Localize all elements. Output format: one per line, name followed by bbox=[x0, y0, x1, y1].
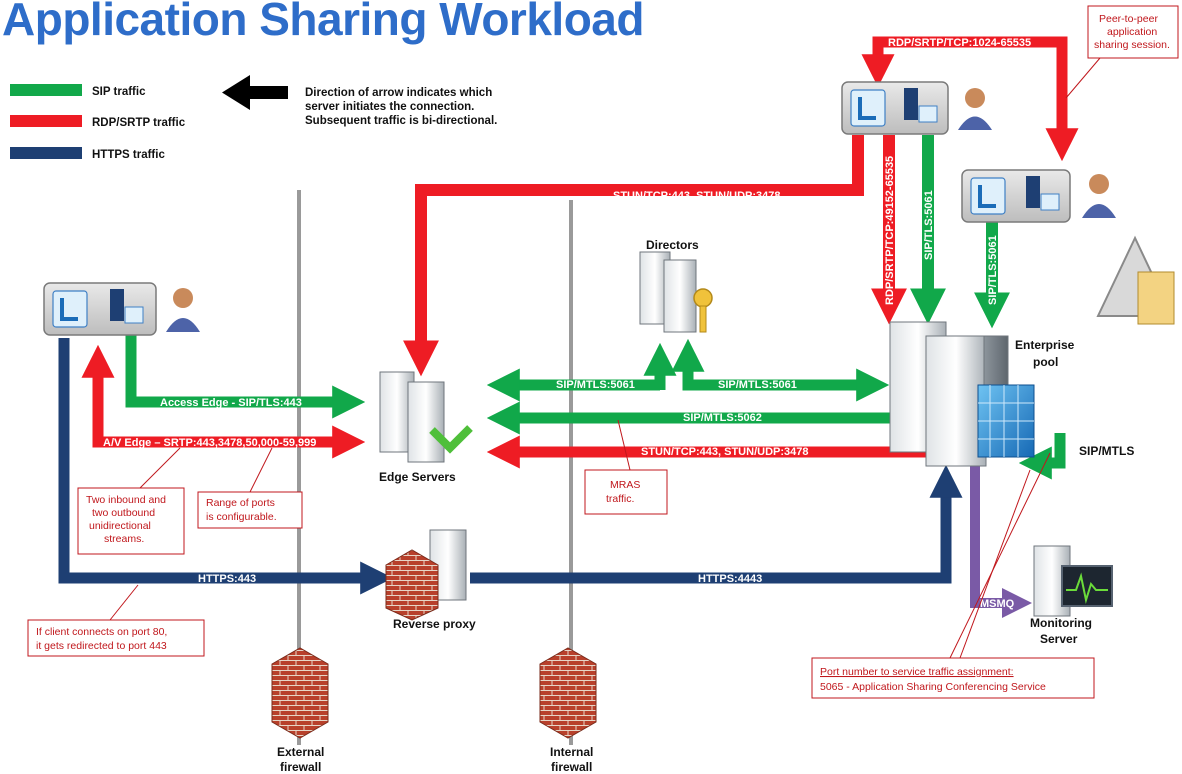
stun-bottom-label: STUN/TCP:443, STUN/UDP:3478 bbox=[641, 446, 809, 458]
callout-peer-to-peer: Peer-to-peer application sharing session… bbox=[1065, 5, 1179, 99]
rdp-pool-label: RDP/SRTP/TCP:49152-65535 bbox=[884, 156, 896, 305]
callout-ports-line-1: Range of ports bbox=[206, 497, 275, 509]
callout-streams-line-2: two outbound bbox=[92, 507, 155, 519]
av-edge-label: A/V Edge – SRTP:443,3478,50,000-59,999 bbox=[103, 437, 316, 449]
internal-firewall-label-1: Internal bbox=[550, 745, 593, 759]
callout-port-range: Range of ports is configurable. bbox=[197, 447, 303, 529]
callout-streams-line-1: Two inbound and bbox=[86, 494, 166, 506]
sip-mtls-5062-label: SIP/MTLS:5062 bbox=[683, 412, 762, 424]
legend-label-sip: SIP traffic bbox=[92, 86, 146, 98]
legend-arrow-note-3: Subsequent traffic is bi-directional. bbox=[305, 115, 497, 127]
client-right bbox=[961, 169, 1116, 223]
client-left bbox=[43, 282, 200, 336]
legend-swatch-sip bbox=[10, 84, 82, 96]
internal-firewall-label-2: firewall bbox=[551, 760, 592, 774]
callout-port80-line-1: If client connects on port 80, bbox=[36, 626, 167, 638]
sharing-monitor-icon bbox=[904, 88, 918, 120]
monitoring-label-2: Server bbox=[1040, 632, 1078, 646]
sip-mtls-dir-left-label: SIP/MTLS:5061 bbox=[556, 379, 635, 391]
callout-mras: MRAS traffic. bbox=[584, 419, 668, 515]
callout-mras-line-1: MRAS bbox=[610, 479, 640, 491]
enterprise-pool-label-1: Enterprise bbox=[1015, 338, 1075, 352]
callout-ports-line-2: is configurable. bbox=[206, 511, 277, 523]
sip-tls-label-2: SIP/TLS:5061 bbox=[987, 235, 999, 305]
reverse-proxy-label: Reverse proxy bbox=[393, 617, 476, 631]
sip-tls-label-1: SIP/TLS:5061 bbox=[923, 190, 935, 260]
legend-arrow-note-1: Direction of arrow indicates which bbox=[305, 87, 492, 99]
msmq-arrow bbox=[970, 458, 1033, 618]
https-4443-label: HTTPS:4443 bbox=[698, 573, 762, 585]
internal-firewall-icon bbox=[539, 647, 597, 739]
user-avatar-icon bbox=[958, 88, 992, 130]
enterprise-pool-label-2: pool bbox=[1033, 355, 1058, 369]
lync-app-icon bbox=[850, 89, 886, 127]
callout-p2p-line-1: Peer-to-peer bbox=[1099, 13, 1158, 25]
callout-streams: Two inbound and two outbound unidirectio… bbox=[77, 447, 185, 555]
lync-app-icon bbox=[970, 177, 1006, 215]
legend-swatch-https bbox=[10, 147, 82, 159]
legend-label-rdp: RDP/SRTP traffic bbox=[92, 117, 186, 129]
external-firewall-icon bbox=[271, 647, 329, 739]
directors-servers-icon bbox=[639, 251, 713, 333]
legend-label-https: HTTPS traffic bbox=[92, 149, 165, 161]
page-title: Application Sharing Workload bbox=[2, 0, 644, 45]
callout-port80-line-2: it gets redirected to port 443 bbox=[36, 640, 167, 652]
sip-mtls-loop-label: SIP/MTLS bbox=[1079, 444, 1134, 458]
enterprise-pool-servers-icon bbox=[889, 321, 1035, 467]
user-avatar-icon bbox=[166, 288, 200, 332]
external-firewall-label-2: firewall bbox=[280, 760, 321, 774]
monitoring-server-icon bbox=[1033, 545, 1113, 617]
external-firewall-label-1: External bbox=[277, 745, 324, 759]
reverse-proxy-icon bbox=[385, 529, 467, 621]
callout-mras-line-2: traffic. bbox=[606, 493, 634, 505]
directors-label: Directors bbox=[646, 238, 699, 252]
legend-swatch-rdp bbox=[10, 115, 82, 127]
https-443-arrow bbox=[58, 338, 394, 595]
callout-p2p-line-2: application bbox=[1107, 26, 1157, 38]
callout-service-line-2: 5065 - Application Sharing Conferencing … bbox=[820, 681, 1046, 693]
https-4443-arrow bbox=[470, 464, 963, 584]
direction-arrow-icon bbox=[222, 75, 288, 110]
msmq-label: MSMQ bbox=[980, 598, 1015, 610]
sharing-monitor-icon bbox=[1026, 176, 1040, 208]
user-avatar-icon bbox=[1082, 174, 1116, 218]
access-edge-label: Access Edge - SIP/TLS:443 bbox=[160, 397, 302, 409]
stun-top-label: STUN/TCP:443, STUN/UDP:3478 bbox=[613, 190, 781, 202]
https-443-label: HTTPS:443 bbox=[198, 573, 256, 585]
callout-streams-line-4: streams. bbox=[104, 533, 144, 545]
access-edge-arrow bbox=[125, 335, 366, 419]
edge-servers-label: Edge Servers bbox=[379, 470, 456, 484]
callout-port80: If client connects on port 80, it gets r… bbox=[27, 584, 205, 657]
callout-streams-line-3: unidirectional bbox=[89, 520, 151, 532]
locked-folder-icon bbox=[1096, 235, 1175, 325]
firewall-brick-icon bbox=[385, 549, 439, 621]
callout-service-port: Port number to service traffic assignmen… bbox=[811, 452, 1095, 699]
legend-arrow-note-2: server initiates the connection. bbox=[305, 101, 474, 113]
sip-mtls-dir-right-label: SIP/MTLS:5061 bbox=[718, 379, 797, 391]
monitoring-label-1: Monitoring bbox=[1030, 616, 1092, 630]
client-top bbox=[841, 81, 992, 135]
sql-cube-icon bbox=[977, 384, 1035, 458]
key-icon bbox=[693, 288, 713, 333]
callout-p2p-line-3: sharing session. bbox=[1094, 39, 1170, 51]
stun-top-arrow bbox=[403, 135, 864, 377]
rdp-p2p-label: RDP/SRTP/TCP:1024-65535 bbox=[888, 37, 1031, 49]
lync-app-icon bbox=[52, 290, 88, 328]
sip-mtls-loop-arrow bbox=[1018, 433, 1066, 480]
callout-service-line-1: Port number to service traffic assignmen… bbox=[820, 666, 1014, 678]
edge-servers-icon bbox=[379, 371, 473, 463]
sharing-monitor-icon bbox=[110, 289, 124, 321]
legend: SIP traffic RDP/SRTP traffic HTTPS traff… bbox=[10, 75, 497, 161]
